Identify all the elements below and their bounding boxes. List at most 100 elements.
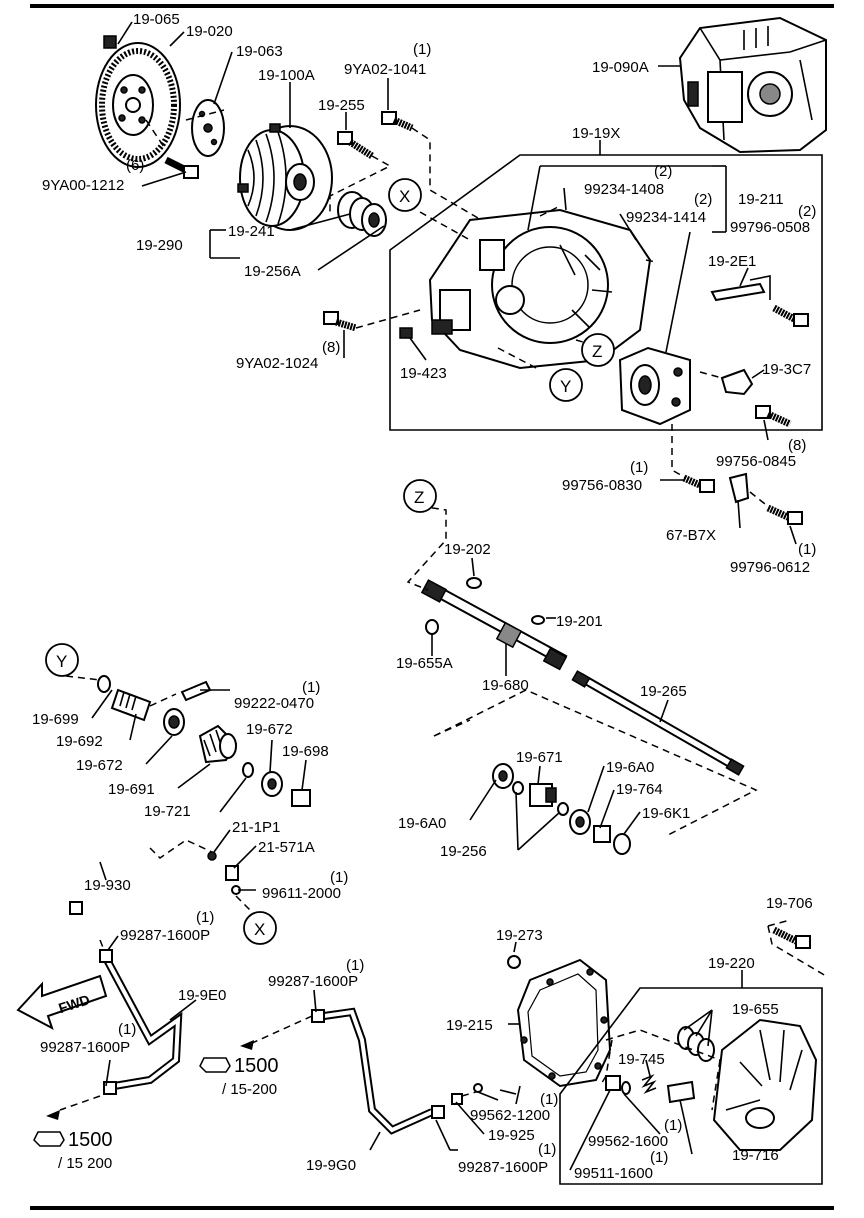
label-21-571A: 21-571A xyxy=(258,839,315,856)
label-19-202: 19-202 xyxy=(444,541,491,558)
label-19-201: 19-201 xyxy=(556,613,603,630)
label-9YA02-1041: 9YA02-1041 xyxy=(344,61,426,78)
clamp-99287-1600P-b-drawing xyxy=(103,1081,117,1095)
label-19-265: 19-265 xyxy=(640,683,687,700)
circle-y-top xyxy=(549,368,583,402)
label-y-top: Y xyxy=(560,377,571,396)
label-99796-0508: 99796-0508 xyxy=(730,219,810,236)
label-99562-1600: 99562-1600 xyxy=(588,1133,668,1150)
seal-19-672b-drawing xyxy=(261,771,283,797)
end-cover-19-220-drawing xyxy=(712,1018,818,1151)
oil-pump-19-241-drawing xyxy=(337,191,387,237)
transaxle-assembly-drawing xyxy=(678,16,827,154)
sleeve-19-692-drawing xyxy=(110,688,152,722)
bolt-99796-0612-drawing xyxy=(766,504,803,525)
label-19-211: 19-211 xyxy=(738,191,784,208)
plug-99511-1600-drawing xyxy=(605,1075,621,1091)
o-ring-19-201-drawing xyxy=(531,615,545,625)
reference-hand-icon-a xyxy=(199,1057,231,1073)
label-19-655: 19-655 xyxy=(732,1001,779,1018)
o-ring-19-655A-drawing xyxy=(425,619,439,635)
primary-shaft-drawing xyxy=(420,579,568,671)
arrow-ref-a xyxy=(240,1040,254,1050)
label-19-672-b: 19-672 xyxy=(76,757,123,774)
label-19-745: 19-745 xyxy=(618,1051,665,1068)
label-19-256A: 19-256A xyxy=(244,263,301,280)
label-19-020: 19-020 xyxy=(186,23,233,40)
label-19-063: 19-063 xyxy=(236,43,283,60)
plug-21-571A-drawing xyxy=(225,865,239,881)
label-99287-1600P-d: 99287-1600P xyxy=(458,1159,548,1176)
label-99287-1600P-b: 99287-1600P xyxy=(40,1039,130,1056)
label-19-241: 19-241 xyxy=(228,223,275,240)
torque-converter-drawing xyxy=(237,123,333,231)
label-9YA00-1212-qty: (6) xyxy=(126,157,144,174)
label-19-290: 19-290 xyxy=(136,237,183,254)
plug-19-423-drawing xyxy=(399,327,413,339)
label-19-2E1: 19-2E1 xyxy=(708,253,756,270)
label-99562-1200-qty: (1) xyxy=(540,1091,558,1108)
label-19-220: 19-220 xyxy=(708,955,755,972)
hose-19-9G0-inner xyxy=(323,1009,433,1133)
label-99287-1600P-a: 99287-1600P xyxy=(120,927,210,944)
seal-19-6A0b-drawing xyxy=(569,809,591,835)
label-99796-0612-qty: (1) xyxy=(798,541,816,558)
gasket-19-215-drawing xyxy=(516,958,612,1088)
label-19-256: 19-256 xyxy=(440,843,487,860)
label-99756-0830: 99756-0830 xyxy=(562,477,642,494)
nut-19-698-drawing xyxy=(291,789,311,807)
label-99234-1408-qty: (2) xyxy=(654,163,672,180)
circle-y-mid xyxy=(45,643,79,677)
label-19-6K1: 19-6K1 xyxy=(642,805,690,822)
bolt-99756-0830-drawing xyxy=(682,474,715,493)
label-67-B7X: 67-B7X xyxy=(666,527,716,544)
circle-x-bottom xyxy=(243,911,277,945)
label-19-680: 19-680 xyxy=(482,677,529,694)
flywheel-drawing xyxy=(95,42,181,168)
circle-x-top xyxy=(388,178,422,212)
label-ref-1500-a: 1500 xyxy=(234,1055,279,1077)
label-19-698: 19-698 xyxy=(282,743,329,760)
label-x-top: X xyxy=(399,187,410,206)
washer-99562-1600-drawing xyxy=(621,1081,631,1095)
bolt-9YA00-1212-drawing xyxy=(164,156,199,179)
bolt-9YA02-1041-drawing xyxy=(381,111,414,132)
seal-19-672-drawing xyxy=(163,708,185,736)
o-ring-19-202-drawing xyxy=(466,577,482,589)
label-z-mid: Z xyxy=(414,488,424,507)
label-99234-1408: 99234-1408 xyxy=(584,181,664,198)
pin-19-273-drawing xyxy=(507,955,521,969)
bolt-9YA02-1024-drawing xyxy=(323,311,358,332)
circle-z-mid xyxy=(403,479,437,513)
cover-19-211-drawing xyxy=(618,346,691,426)
group-box-19-220 xyxy=(559,987,823,1185)
label-19-930: 19-930 xyxy=(84,877,131,894)
clamp-99287-1600P-c-drawing xyxy=(311,1009,325,1023)
circle-z-top xyxy=(581,333,615,367)
fwd-arrow xyxy=(16,974,108,1031)
label-19-273: 19-273 xyxy=(496,927,543,944)
label-19-721: 19-721 xyxy=(144,803,191,820)
seal-19-6A0-drawing xyxy=(492,763,514,789)
label-99796-0508-qty: (2) xyxy=(798,203,816,220)
label-99287-1600P-b-qty: (1) xyxy=(118,1021,136,1038)
o-ring-19-256b-drawing xyxy=(557,802,569,816)
label-99756-0845-qty: (8) xyxy=(788,437,806,454)
bush-19-764-drawing xyxy=(593,825,611,843)
label-99562-1200: 99562-1200 xyxy=(470,1107,550,1124)
label-99611-2000: 99611-2000 xyxy=(262,885,341,902)
label-99222-0470: 99222-0470 xyxy=(234,695,314,712)
label-9YA02-1024-qty: (8) xyxy=(322,339,340,356)
label-x-bottom: X xyxy=(254,920,265,939)
hose-19-930-inner xyxy=(59,837,159,909)
label-19-255: 19-255 xyxy=(318,97,365,114)
label-19-100A: 19-100A xyxy=(258,67,315,84)
label-99756-0845: 99756-0845 xyxy=(716,453,796,470)
label-99511-1600: 99511-1600 xyxy=(574,1165,653,1182)
clamp-99287-1600P-a-drawing xyxy=(99,949,113,963)
label-19-691: 19-691 xyxy=(108,781,155,798)
washer-19-6K1-drawing xyxy=(613,833,631,855)
label-99234-1414-qty: (2) xyxy=(694,191,712,208)
